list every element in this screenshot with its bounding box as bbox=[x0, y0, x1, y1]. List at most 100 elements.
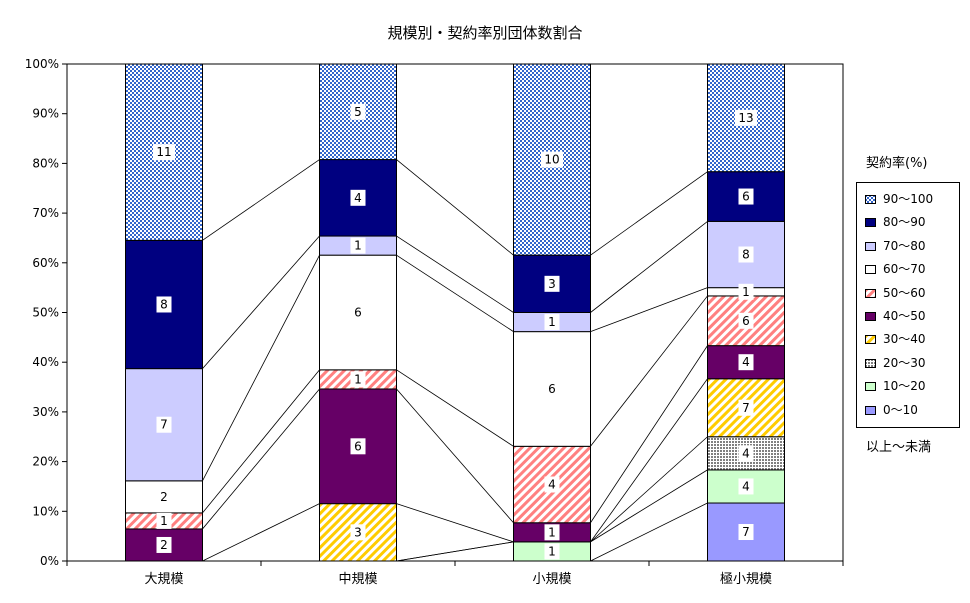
bar-segment bbox=[319, 388, 397, 505]
legend-swatch bbox=[865, 241, 876, 251]
y-tick-label: 60% bbox=[32, 256, 59, 270]
data-label-bg bbox=[738, 283, 754, 300]
data-label-bg bbox=[738, 524, 754, 541]
series-line bbox=[396, 388, 514, 524]
y-tick-label: 0% bbox=[40, 554, 59, 568]
series-line bbox=[590, 436, 708, 543]
data-label-bg bbox=[156, 296, 172, 313]
data-label: 1 bbox=[548, 315, 556, 329]
x-tick-label: 大規模 bbox=[144, 572, 183, 587]
data-label-bg bbox=[544, 524, 560, 541]
data-label: 4 bbox=[742, 355, 750, 369]
data-label: 8 bbox=[742, 248, 750, 262]
legend-item: 20～30 bbox=[857, 352, 959, 375]
data-label: 3 bbox=[548, 277, 556, 291]
data-label-bg bbox=[350, 524, 366, 541]
series-line bbox=[396, 503, 514, 543]
y-tick-label: 80% bbox=[32, 156, 59, 170]
data-label-bg bbox=[541, 151, 563, 168]
legend-swatch bbox=[865, 405, 876, 415]
axes: 0%10%20%30%40%50%60%70%80%90%100%大規模中規模小… bbox=[25, 57, 844, 587]
data-label-bg bbox=[156, 488, 172, 505]
data-label: 4 bbox=[548, 478, 556, 492]
series-line bbox=[396, 541, 514, 562]
data-label: 8 bbox=[160, 297, 168, 311]
data-label: 13 bbox=[738, 111, 753, 125]
series-line bbox=[590, 287, 708, 332]
data-label-bg bbox=[156, 512, 172, 529]
legend-label: 10～20 bbox=[883, 379, 926, 394]
x-tick-label: 極小規模 bbox=[720, 571, 772, 587]
series-line bbox=[590, 295, 708, 447]
series-line bbox=[590, 469, 708, 543]
data-label-bg bbox=[738, 399, 754, 416]
data-label-bg bbox=[350, 103, 366, 120]
legend-item: 90～100 bbox=[857, 188, 959, 211]
legend-swatch bbox=[865, 382, 876, 392]
data-label: 7 bbox=[742, 525, 750, 539]
legend-item: 60～70 bbox=[857, 258, 959, 281]
data-label-bg bbox=[156, 536, 172, 553]
y-tick-label: 90% bbox=[32, 107, 59, 121]
series-line bbox=[202, 235, 320, 369]
data-label: 1 bbox=[548, 525, 556, 539]
legend-item: 70～80 bbox=[857, 235, 959, 258]
data-label-bg bbox=[738, 312, 754, 329]
data-label: 2 bbox=[160, 490, 168, 504]
legend-item: 50～60 bbox=[857, 282, 959, 305]
legend-note: 以上～未満 bbox=[866, 440, 932, 455]
data-label: 1 bbox=[548, 544, 556, 558]
data-label: 4 bbox=[354, 191, 362, 205]
legend-swatch bbox=[865, 195, 876, 204]
x-tick-label: 中規模 bbox=[338, 572, 377, 587]
y-tick-label: 70% bbox=[32, 206, 59, 220]
data-label: 1 bbox=[742, 285, 750, 299]
data-label: 1 bbox=[160, 514, 168, 528]
legend-swatch bbox=[865, 335, 876, 345]
y-tick-label: 40% bbox=[32, 355, 59, 369]
data-label: 3 bbox=[354, 525, 362, 539]
data-label: 4 bbox=[742, 479, 750, 493]
legend-swatch bbox=[865, 311, 876, 321]
series-line bbox=[590, 345, 708, 523]
data-label-bg bbox=[350, 438, 366, 455]
legend-item: 0～10 bbox=[857, 399, 959, 422]
series-line bbox=[202, 388, 320, 530]
data-label-bg bbox=[735, 109, 757, 126]
series-line bbox=[396, 159, 514, 256]
legend-item: 80～90 bbox=[857, 211, 959, 234]
legend-label: 70～80 bbox=[883, 238, 926, 253]
data-label: 2 bbox=[160, 538, 168, 552]
data-label-bg bbox=[153, 144, 175, 161]
data-label-bg bbox=[544, 380, 560, 397]
legend-label: 50～60 bbox=[883, 285, 926, 300]
data-label-bg bbox=[544, 314, 560, 331]
legend-swatch bbox=[865, 288, 876, 298]
data-label-bg bbox=[350, 189, 366, 206]
y-tick-label: 20% bbox=[32, 455, 59, 469]
data-label-bg bbox=[738, 354, 754, 371]
data-label: 6 bbox=[742, 314, 750, 328]
data-label-bg bbox=[350, 304, 366, 321]
data-label: 11 bbox=[156, 145, 171, 159]
data-label: 6 bbox=[354, 439, 362, 453]
legend-label: 90～100 bbox=[883, 192, 934, 206]
series-line bbox=[590, 171, 708, 256]
data-label-bg bbox=[350, 371, 366, 388]
legend-label: 30～40 bbox=[883, 332, 926, 347]
series-line bbox=[396, 254, 514, 332]
x-tick-label: 小規模 bbox=[532, 572, 571, 587]
y-tick-label: 10% bbox=[32, 504, 59, 518]
series-line bbox=[202, 159, 320, 241]
data-label-bg bbox=[350, 237, 366, 254]
chart-title: 規模別・契約率別団体数割合 bbox=[387, 24, 583, 42]
legend-item: 30～40 bbox=[857, 328, 959, 351]
y-tick-label: 30% bbox=[32, 405, 59, 419]
data-label-bg bbox=[738, 188, 754, 205]
legend-title: 契約率(%) bbox=[866, 156, 928, 171]
series-line bbox=[396, 235, 514, 313]
data-label: 6 bbox=[548, 382, 556, 396]
y-tick-label: 50% bbox=[32, 306, 59, 320]
